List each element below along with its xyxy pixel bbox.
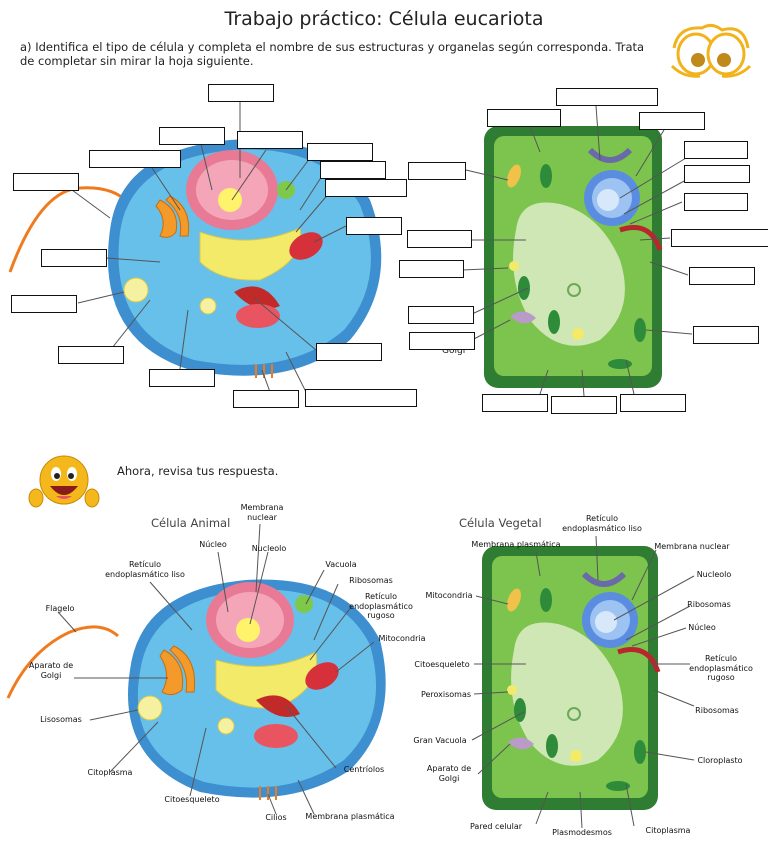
- answer-box[interactable]: [11, 295, 77, 313]
- label-plant-membrana-plasmatica: Membrana plasmática: [471, 540, 561, 549]
- label-animal-citoesqueleto: Citoesqueleto: [164, 795, 220, 804]
- animal-cell-heading: Célula Animal: [151, 516, 231, 530]
- label-animal-lisosomas: Lisosomas: [40, 715, 82, 724]
- label-plant-cloroplasto: Cloroplasto: [697, 756, 743, 765]
- plant-cell-heading: Célula Vegetal: [459, 516, 542, 530]
- answer-box[interactable]: [556, 88, 658, 106]
- label-animal-mitocondria: Mitocondria: [378, 634, 426, 643]
- label-plant-nucleolo: Nucleolo: [696, 570, 732, 579]
- label-plant-ribosomas-1: Ribosomas: [687, 600, 731, 609]
- label-animal-nucleolo: Nucleolo: [251, 544, 287, 553]
- answer-box[interactable]: [89, 150, 181, 168]
- answer-box[interactable]: [551, 396, 617, 414]
- label-plant-ribosomas-2: Ribosomas: [695, 706, 739, 715]
- answer-box[interactable]: [409, 332, 475, 350]
- label-animal-cilios: Cilios: [265, 813, 287, 822]
- label-animal-golgi: Aparato de Golgi: [28, 661, 74, 680]
- answer-box[interactable]: [684, 165, 750, 183]
- answer-box[interactable]: [408, 306, 474, 324]
- answer-box[interactable]: [233, 390, 299, 408]
- answer-box[interactable]: [346, 217, 402, 235]
- answer-box[interactable]: [237, 131, 303, 149]
- label-animal-centriolos: Centríolos: [343, 765, 385, 774]
- answer-box[interactable]: [305, 389, 417, 407]
- answer-box[interactable]: [325, 179, 407, 197]
- label-plant-peroxisomas: Peroxisomas: [420, 690, 472, 699]
- answer-box[interactable]: [208, 84, 274, 102]
- label-animal-reticulo-liso: Retículo endoplasmático liso: [105, 560, 185, 579]
- answer-box[interactable]: [307, 143, 373, 161]
- answer-box[interactable]: [149, 369, 215, 387]
- label-plant-golgi: Aparato de Golgi: [426, 764, 472, 783]
- answer-box[interactable]: [693, 326, 759, 344]
- answer-box[interactable]: [487, 109, 561, 127]
- label-plant-membrana-nuclear: Membrana nuclear: [654, 542, 730, 551]
- label-animal-vacuola: Vacuola: [325, 560, 357, 569]
- answer-box[interactable]: [407, 230, 472, 248]
- label-plant-mitocondria: Mitocondria: [425, 591, 473, 600]
- label-plant-citoesqueleto: Citoesqueleto: [414, 660, 470, 669]
- answer-box[interactable]: [316, 343, 382, 361]
- label-plant-plasmodesmos: Plasmodesmos: [552, 828, 612, 837]
- answer-box[interactable]: [671, 229, 768, 247]
- answer-box[interactable]: [13, 173, 79, 191]
- answer-box[interactable]: [684, 193, 748, 211]
- label-plant-gran-vacuola: Gran Vacuola: [413, 736, 467, 745]
- answer-box[interactable]: [408, 162, 466, 180]
- review-text: Ahora, revisa tus respuesta.: [117, 464, 279, 478]
- answer-box[interactable]: [639, 112, 705, 130]
- plant-vacuole: [513, 202, 625, 346]
- answer-box[interactable]: [684, 141, 748, 159]
- label-animal-membrana-nuclear: Membrana nuclear: [240, 503, 284, 522]
- label-animal-citoplasma: Citoplasma: [87, 768, 133, 777]
- label-plant-pared-celular: Pared celular: [469, 822, 523, 831]
- answer-box[interactable]: [482, 394, 548, 412]
- label-animal-nucleo: Núcleo: [199, 540, 227, 549]
- label-plant-citoplasma: Citoplasma: [645, 826, 691, 835]
- page-title: Trabajo práctico: Célula eucariota: [224, 8, 544, 30]
- label-plant-reticulo-rugoso: Retículo endoplasmático rugoso: [689, 654, 753, 682]
- label-animal-reticulo-rugoso: Retículo endoplasmático rugoso: [349, 592, 413, 620]
- answer-box[interactable]: [689, 267, 755, 285]
- answer-box[interactable]: [620, 394, 686, 412]
- answer-box[interactable]: [399, 260, 464, 278]
- answer-box[interactable]: [159, 127, 225, 145]
- answer-box[interactable]: [58, 346, 124, 364]
- answer-box[interactable]: [320, 161, 386, 179]
- label-animal-flagelo: Flagelo: [45, 604, 75, 613]
- label-animal-membrana-plasmatica: Membrana plasmática: [305, 812, 395, 821]
- answer-box[interactable]: [41, 249, 107, 267]
- stray-text: Golgi: [442, 346, 466, 356]
- label-animal-ribosomas: Ribosomas: [349, 576, 393, 585]
- label-plant-nucleo: Núcleo: [688, 623, 716, 632]
- label-plant-reticulo-liso: Retículo endoplasmático liso: [562, 514, 642, 533]
- instructions: a) Identifica el tipo de célula y comple…: [20, 40, 645, 68]
